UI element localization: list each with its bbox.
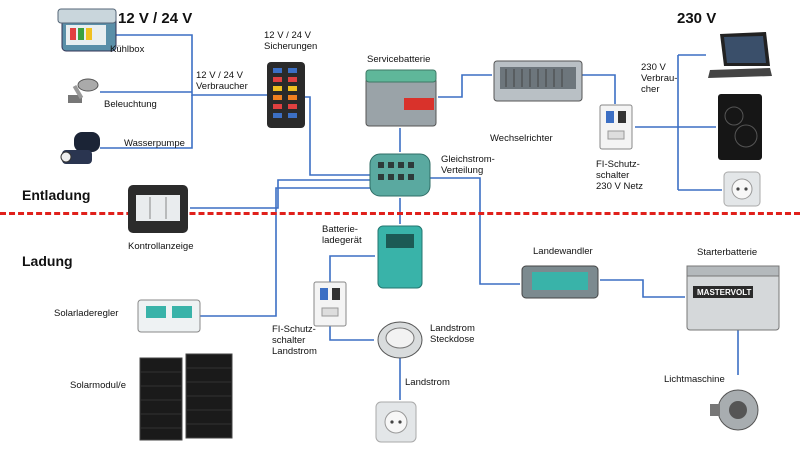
laptop-icon xyxy=(708,32,772,78)
dc-converter-icon xyxy=(521,265,599,299)
solar-panels-icon xyxy=(139,353,233,441)
wire-distribution-converter xyxy=(430,177,520,285)
wire-kuehlbox xyxy=(112,34,272,96)
label-wasserpumpe: Wasserpumpe xyxy=(124,138,185,149)
label-lichtmaschine: Lichtmaschine xyxy=(664,374,725,385)
label-landewandler: Landewandler xyxy=(533,246,593,257)
wire-solar xyxy=(200,187,370,317)
battery-brand-text: MASTERVOLT xyxy=(697,288,751,297)
alternator-icon xyxy=(710,389,759,431)
wire-converter-starter xyxy=(600,279,685,298)
fuse-box-icon xyxy=(267,62,305,128)
header-12v: 12 V / 24 V xyxy=(118,10,193,27)
label-kontrollanzeige: Kontrollanzeige xyxy=(128,241,194,252)
wire-wasserpumpe xyxy=(100,95,193,149)
section-entladung: Entladung xyxy=(22,187,91,203)
label-gleichstrom: Gleichstrom-Verteilung xyxy=(441,154,495,176)
wire-inverter-fi xyxy=(582,74,616,104)
label-batterieladegeraet: Batterie-ladegerät xyxy=(322,224,362,246)
label-solarladeregler: Solarladeregler xyxy=(54,308,119,319)
battery-charger-icon xyxy=(377,225,423,289)
service-battery-icon xyxy=(365,69,437,127)
label-servicebatterie: Servicebatterie xyxy=(367,54,431,65)
wire-battery-inverter xyxy=(438,74,492,98)
header-230v: 230 V xyxy=(677,10,717,27)
shore-power-socket-icon xyxy=(377,321,423,359)
landstrom-socket-icon xyxy=(375,401,417,443)
solar-controller-icon xyxy=(137,299,201,333)
fi-switch-netz-icon xyxy=(599,104,633,150)
socket-icon xyxy=(723,171,761,207)
water-pump-icon xyxy=(60,132,100,164)
control-panel-icon xyxy=(128,185,188,233)
inverter-icon xyxy=(493,60,583,102)
label-solarmodule: Solarmodul/e xyxy=(70,380,126,391)
wire-kontroll xyxy=(190,179,370,209)
lamp-icon xyxy=(68,78,99,103)
starter-battery-icon: MASTERVOLT xyxy=(686,265,780,331)
dc-distribution-icon xyxy=(369,153,431,197)
label-starterbatterie: Starterbatterie xyxy=(697,247,758,258)
wire-fuse-distribution xyxy=(300,96,370,176)
fi-switch-landstrom-icon xyxy=(313,281,347,327)
section-separator xyxy=(0,212,800,215)
kuehlbox-icon xyxy=(57,8,117,52)
label-beleuchtung: Beleuchtung xyxy=(104,99,157,110)
label-landstrom: Landstrom xyxy=(405,377,450,388)
label-kuehlbox: Kühlbox xyxy=(110,44,145,55)
section-ladung: Ladung xyxy=(22,253,73,269)
wire-charger-fi xyxy=(329,255,375,290)
stove-icon xyxy=(718,94,762,160)
label-wechselrichter: Wechselrichter xyxy=(490,133,553,144)
wire-fi-landstrom xyxy=(329,325,374,341)
